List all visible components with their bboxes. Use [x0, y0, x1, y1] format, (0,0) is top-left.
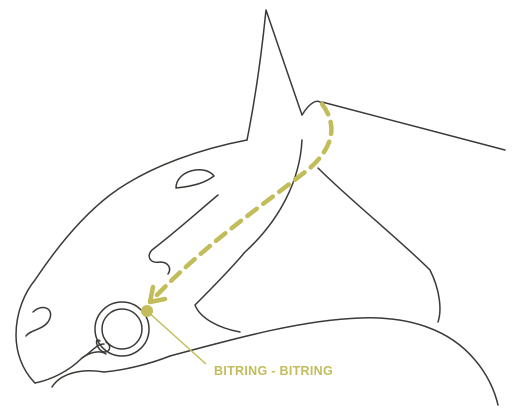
- ear-base: [301, 100, 323, 116]
- measurement-dashed-path: [153, 101, 334, 299]
- cheek-line: [148, 194, 219, 275]
- eye: [175, 169, 215, 189]
- horse-head-outline: [15, 9, 506, 406]
- ear: [246, 9, 303, 141]
- jaw-underline: [169, 317, 499, 406]
- face-profile: [15, 139, 248, 384]
- jaw-line: [194, 139, 303, 333]
- callout-leader-line: [146, 310, 207, 365]
- bit-ring: [94, 301, 150, 357]
- lower-lip: [51, 370, 105, 388]
- throat-line: [317, 167, 441, 323]
- arrowhead-icon: [147, 284, 168, 305]
- neck-crest: [321, 101, 506, 151]
- chin: [103, 355, 171, 373]
- mouth-corner: [81, 343, 105, 359]
- measurement-label: BITRING - BITRING: [214, 364, 333, 378]
- nostril: [25, 306, 52, 337]
- upper-lip: [34, 351, 107, 384]
